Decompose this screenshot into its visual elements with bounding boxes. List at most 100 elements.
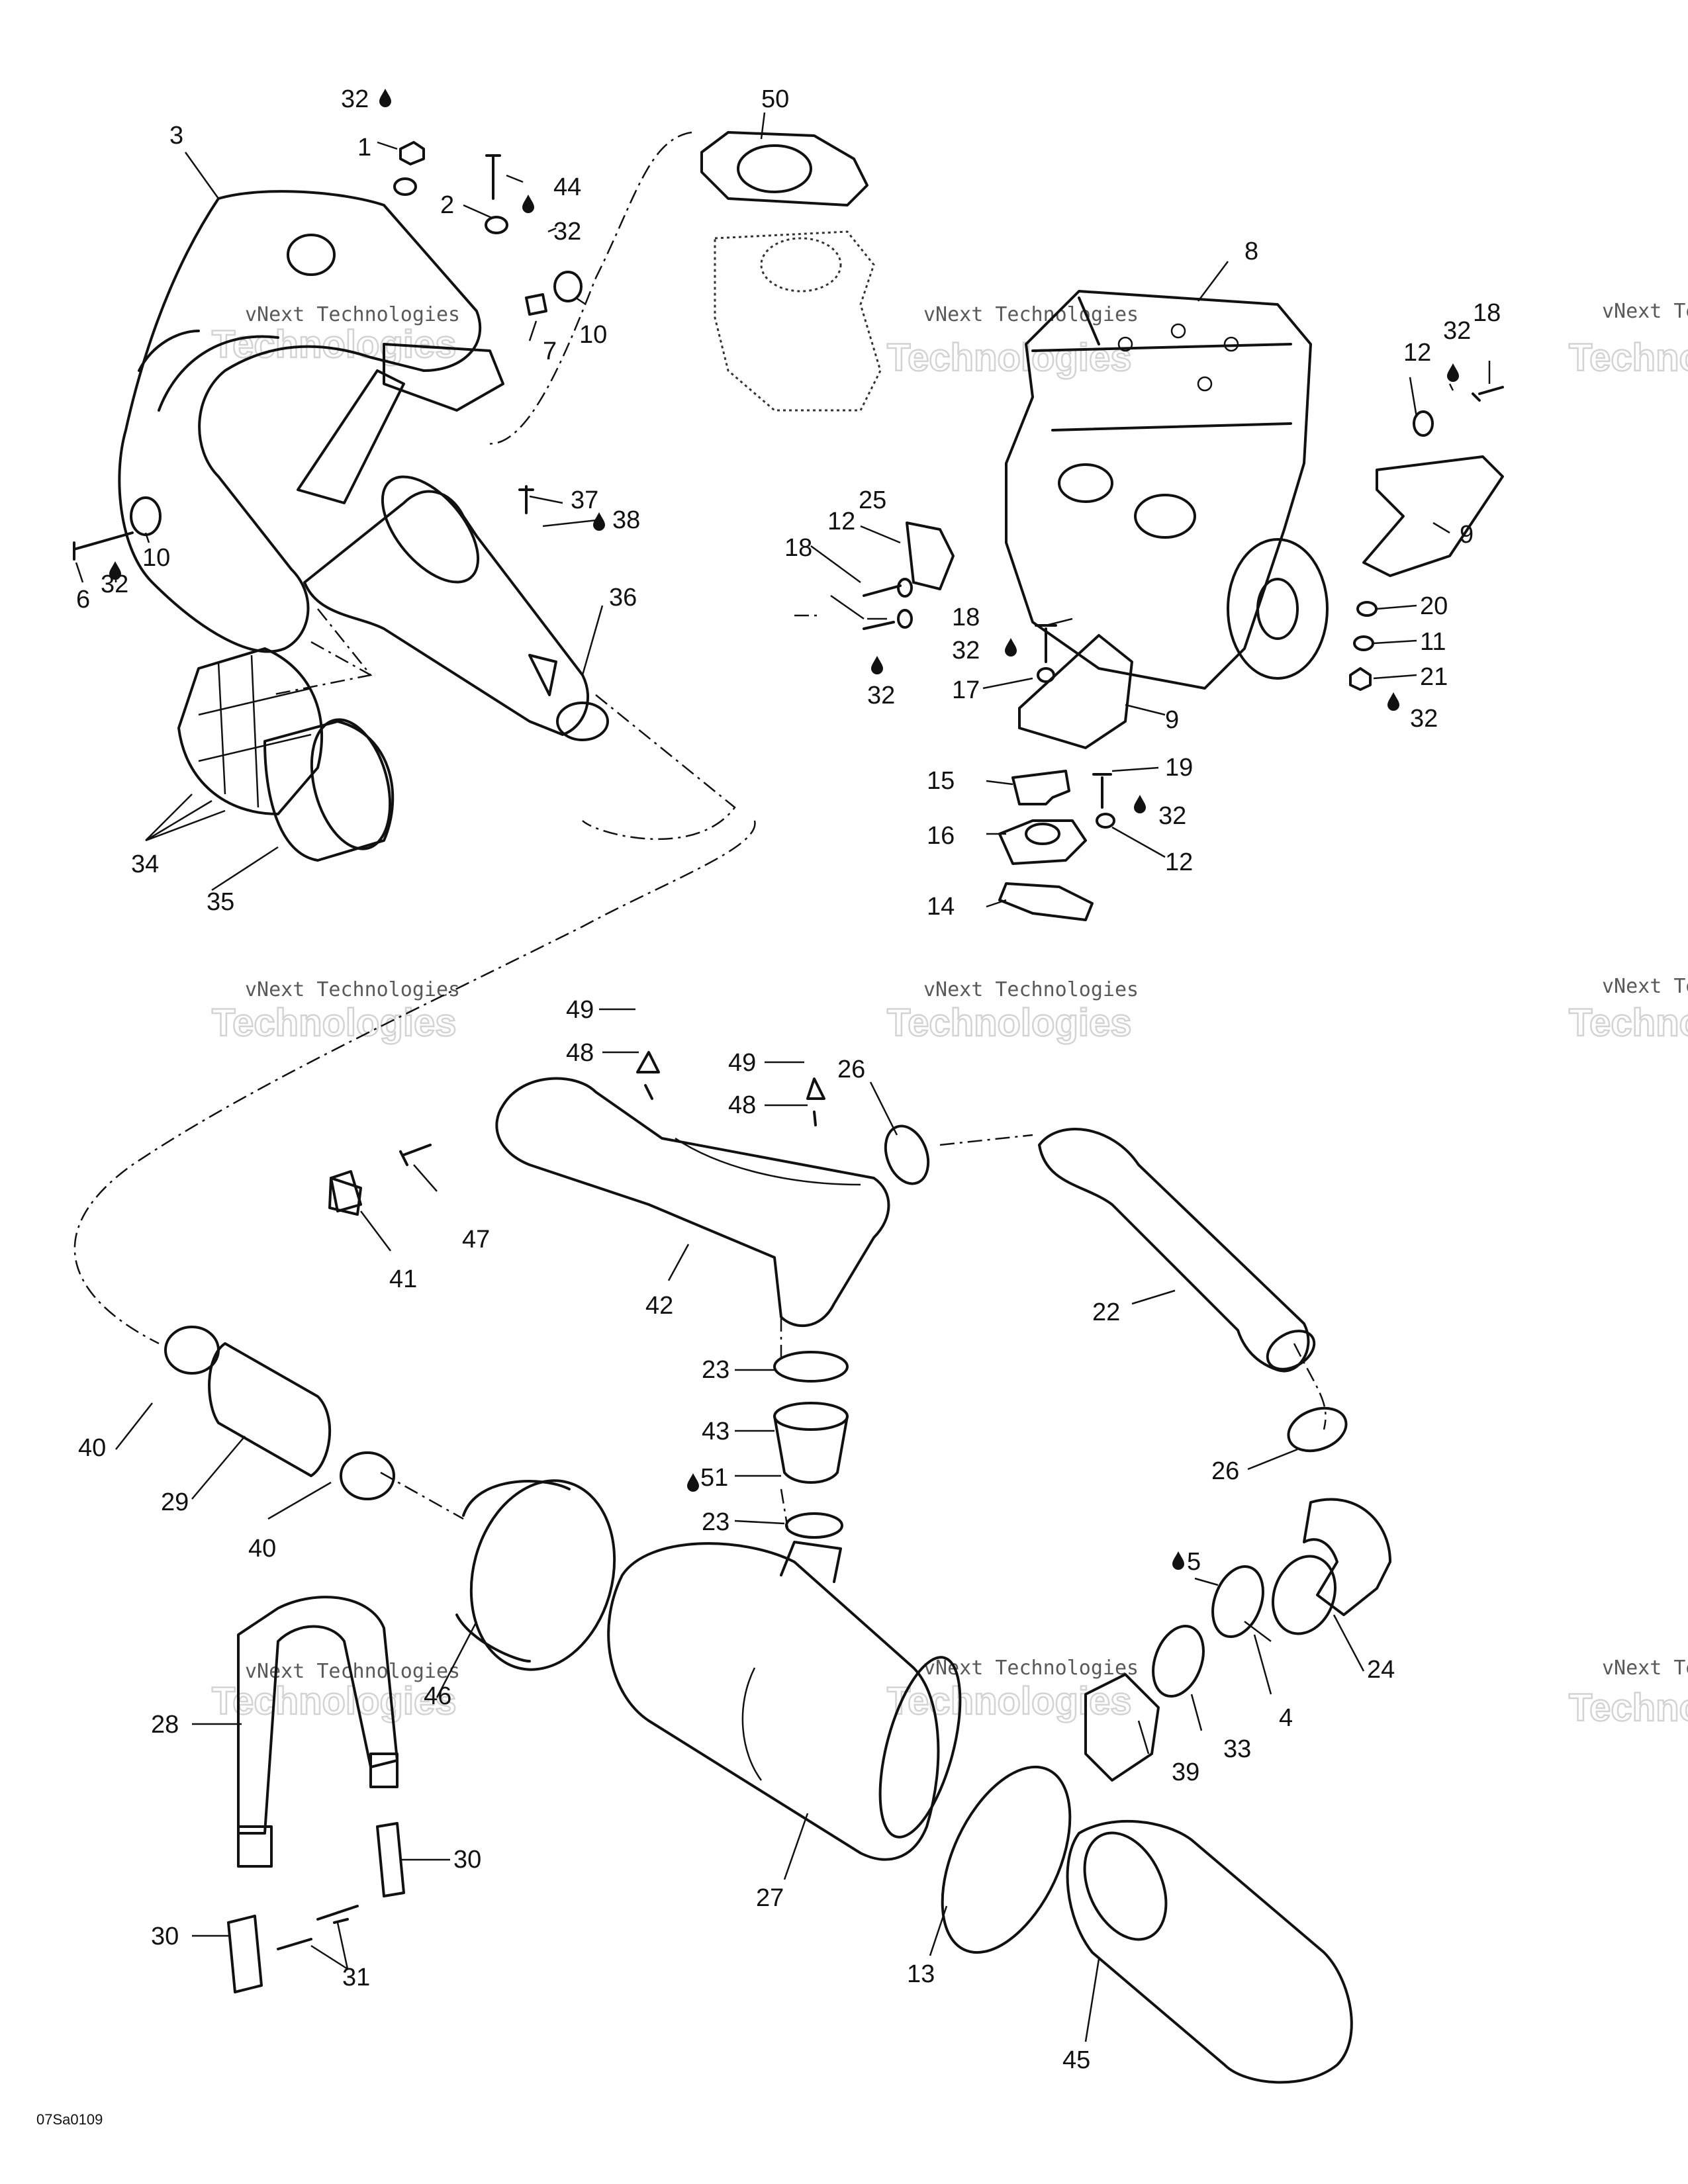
callout-label: 18 (1473, 299, 1501, 327)
small-bracket (906, 522, 955, 590)
callout-label: 42 (645, 1292, 673, 1320)
oil-drop-icon (1172, 1551, 1184, 1570)
large-sleeve (455, 1479, 616, 1671)
oil-drop-icon (522, 195, 534, 213)
watermark-large: Technologies (887, 1680, 1132, 1723)
resonator-canister (1066, 1819, 1353, 2084)
callout-label: 50 (761, 85, 789, 113)
oil-drop-icon (1387, 692, 1399, 711)
watermark-large: Technologies (1569, 1686, 1688, 1729)
callout-label: 5 (1187, 1548, 1201, 1576)
assembly-line (582, 694, 736, 841)
engine-block (1005, 290, 1329, 690)
assembly-line (780, 1317, 789, 1529)
callout-label: 45 (1062, 2046, 1090, 2074)
callout-label: 2 (440, 191, 454, 219)
callout-label: 26 (1211, 1457, 1239, 1485)
callout-label: 21 (1420, 663, 1448, 691)
assembly-line (271, 608, 373, 696)
callout-label: 30 (453, 1846, 481, 1874)
callout-labels: 3 32 1 2 44 32 10 7 50 8 18 32 12 9 25 1… (76, 85, 1501, 2074)
callout-label: 49 (566, 996, 594, 1024)
callout-label: 19 (1165, 754, 1193, 782)
watermark-small: vNext Technologies (245, 303, 460, 326)
callout-label: 32 (1443, 317, 1471, 345)
callout-label: 8 (1244, 238, 1258, 265)
engine-brackets (1018, 455, 1504, 749)
oil-drop-icon (379, 89, 391, 107)
callout-label: 32 (867, 682, 895, 709)
oil-drop-icon (1134, 795, 1146, 813)
diagram-code: 07Sa0109 (36, 2111, 103, 2128)
watermark-small: vNext Technologies (1602, 975, 1688, 998)
assembly-line (939, 1134, 1033, 1146)
callout-label: 10 (579, 321, 607, 349)
hose-clamps (773, 1124, 1348, 1539)
callout-label: 32 (101, 570, 128, 598)
callout-label: 40 (78, 1434, 106, 1462)
exhaust-cone (303, 475, 609, 741)
sleeve (773, 1402, 849, 1484)
strap-and-clips (227, 1596, 405, 1993)
callout-label: 20 (1420, 592, 1448, 620)
callout-label: 40 (248, 1535, 276, 1563)
callout-label: 34 (131, 850, 159, 878)
watermark-large: Technologies (212, 1680, 457, 1723)
callout-label: 18 (952, 604, 980, 631)
muffler-band (941, 1765, 1072, 1954)
y-pipe (495, 1077, 890, 1327)
oil-drop-icon (687, 1473, 699, 1492)
clamp-and-coupler (177, 647, 395, 862)
watermark-large: Technologies (1569, 1001, 1688, 1044)
watermark-small: vNext Technologies (1602, 300, 1688, 323)
assembly-line (486, 131, 692, 445)
leader-lines (75, 112, 1491, 2042)
callout-label: 11 (1420, 628, 1446, 656)
elbow-outlet (1271, 1498, 1391, 1635)
callout-label: 32 (952, 637, 980, 664)
watermark-small: vNext Technologies (245, 978, 460, 1001)
callout-label: 32 (1158, 802, 1186, 830)
callout-label: 7 (543, 338, 557, 365)
callout-label: 1 (357, 134, 371, 161)
callout-label: 35 (207, 888, 234, 916)
callout-label: 27 (756, 1884, 784, 1912)
watermark-large: Technologies (212, 323, 457, 366)
callout-label: 32 (553, 218, 581, 246)
callout-label: 32 (341, 85, 369, 113)
callout-label: 3 (169, 122, 183, 150)
callout-label: 16 (927, 822, 955, 850)
watermark-small: vNext Technologies (923, 978, 1139, 1001)
callout-label: 39 (1172, 1758, 1199, 1786)
callout-label: 51 (700, 1464, 728, 1492)
callout-label: 25 (859, 486, 886, 514)
callout-label: 13 (907, 1960, 935, 1988)
callout-label: 17 (952, 676, 980, 704)
oil-drop-icon (1005, 638, 1017, 657)
callout-label: 49 (728, 1049, 756, 1077)
callout-label: 24 (1367, 1656, 1395, 1684)
watermarks: Technologies vNext Technologies Technolo… (211, 300, 1688, 1730)
callout-label: 28 (151, 1711, 179, 1739)
oil-drop-icon (593, 512, 605, 531)
rings-and-nut (1084, 1565, 1264, 1782)
gasket-and-manifold (700, 131, 882, 412)
watermark-small: vNext Technologies (1602, 1657, 1688, 1680)
watermark-large: Technologies (212, 1001, 457, 1044)
callout-label: 37 (571, 486, 598, 514)
assembly-lines (73, 131, 1327, 1529)
callout-label: 47 (462, 1226, 490, 1253)
callout-label: 18 (784, 534, 812, 562)
callout-label: 30 (151, 1923, 179, 1950)
callout-label: 43 (702, 1418, 729, 1445)
callout-label: 12 (1403, 339, 1431, 367)
watermark-large: Technologies (887, 1001, 1132, 1044)
callout-label: 41 (389, 1265, 417, 1293)
callout-label: 48 (566, 1039, 594, 1067)
callout-label: 33 (1223, 1735, 1251, 1763)
callout-label: 9 (1460, 521, 1474, 549)
tuned-pipe (118, 190, 504, 653)
callout-label: 12 (1165, 848, 1193, 876)
callout-label: 15 (927, 767, 955, 795)
callout-label: 23 (702, 1508, 729, 1536)
